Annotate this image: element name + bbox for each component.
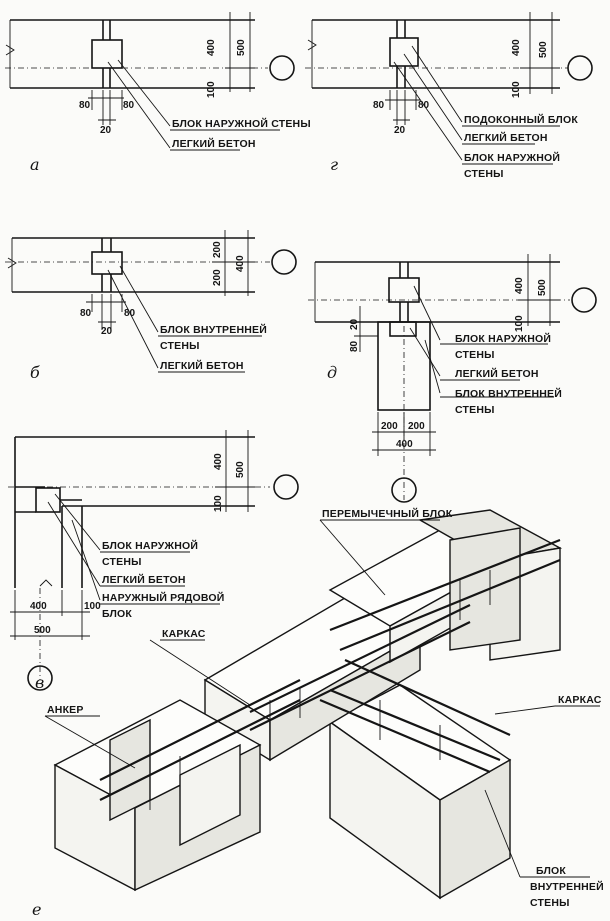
panel-g-dim-400: 400: [511, 39, 522, 56]
panel-g-dim-20: 20: [394, 125, 406, 136]
panel-e-label-walls: СТЕНЫ: [530, 897, 570, 909]
panel-e-label-inner: ВНУТРЕННЕЙ: [530, 880, 604, 893]
panel-d-label-light-concrete: ЛЕГКИЙ БЕТОН: [455, 367, 539, 380]
panel-b-dim-80-left: 80: [80, 308, 92, 319]
panel-v-letter: в: [35, 673, 44, 692]
panel-a-dim-100: 100: [206, 81, 217, 98]
panel-b-dim-200-top: 200: [212, 241, 223, 258]
panel-a-dim-80-right: 80: [123, 100, 135, 111]
panel-a-dim-500: 500: [236, 39, 247, 56]
panel-d-dim-200-left: 200: [381, 421, 398, 432]
panel-v-label-block: БЛОК: [102, 608, 132, 620]
panel-e-label-frame-right: КАРКАС: [558, 694, 602, 706]
panel-v-label-walls: СТЕНЫ: [102, 556, 142, 568]
panel-g-label-outer-block: БЛОК НАРУЖНОЙ: [464, 151, 560, 164]
panel-v-label-outer-row-block: НАРУЖНЫЙ РЯДОВОЙ: [102, 591, 225, 604]
panel-b-label-inner-block: БЛОК ВНУТРЕННЕЙ: [160, 323, 267, 336]
panel-d-label-inner-block: БЛОК ВНУТРЕННЕЙ: [455, 387, 562, 400]
panel-g-dim-500: 500: [538, 41, 549, 58]
panel-d-letter: д: [327, 363, 337, 382]
panel-d: [308, 254, 597, 503]
panel-e-label-anchor: АНКЕР: [47, 704, 84, 716]
panel-d-dim-200-right: 200: [408, 421, 425, 432]
panel-v-dim-100: 100: [213, 495, 224, 512]
panel-v-label-light-concrete: ЛЕГКИЙ БЕТОН: [102, 573, 186, 586]
panel-b-label-light-concrete: ЛЕГКИЙ БЕТОН: [160, 359, 244, 372]
panel-v: [8, 430, 299, 691]
panel-e-letter: е: [32, 900, 41, 919]
panel-g-letter: г: [330, 155, 338, 174]
panel-v-dim-500-bottom: 500: [34, 625, 51, 636]
panel-v-dim-400: 400: [213, 453, 224, 470]
panel-b-label-walls: СТЕНЫ: [160, 340, 200, 352]
panel-g-label-light-concrete: ЛЕГКИЙ БЕТОН: [464, 131, 548, 144]
panel-g-label-sill-block: ПОДОКОННЫЙ БЛОК: [464, 113, 578, 126]
panel-v-label-outer-block: БЛОК НАРУЖНОЙ: [102, 539, 198, 552]
panel-b: [5, 230, 297, 373]
panel-g: [305, 12, 593, 165]
panel-g-label-walls: СТЕНЫ: [464, 168, 504, 180]
panel-g-dim-100: 100: [511, 81, 522, 98]
panel-d-dim-20: 20: [349, 318, 360, 330]
panel-d-dim-400: 400: [514, 277, 525, 294]
panel-a-dim-20: 20: [100, 125, 112, 136]
panel-d-label-outer-block: БЛОК НАРУЖНОЙ: [455, 332, 551, 345]
panel-a-label-outer-block: БЛОК НАРУЖНОЙ СТЕНЫ: [172, 117, 311, 130]
panel-d-dim-400-width: 400: [396, 439, 413, 450]
panel-b-dim-80-right: 80: [124, 308, 136, 319]
panel-g-dim-80-right: 80: [418, 100, 430, 111]
panel-d-dim-500: 500: [537, 279, 548, 296]
panel-v-dim-400-bottom: 400: [30, 601, 47, 612]
panel-e-label-block: БЛОК: [536, 865, 566, 877]
panel-e-label-frame-left: КАРКАС: [162, 628, 206, 640]
panel-d-dim-80: 80: [349, 340, 360, 352]
panel-b-letter: б: [30, 363, 40, 382]
panel-e: [44, 509, 600, 900]
panel-v-dim-100-bottom: 100: [84, 601, 101, 612]
panel-b-dim-400: 400: [235, 255, 246, 272]
panel-a-letter: а: [30, 155, 40, 174]
panel-d-dim-100: 100: [514, 315, 525, 332]
panel-a-dim-400: 400: [206, 39, 217, 56]
panel-g-dim-80-left: 80: [373, 100, 385, 111]
panel-d-label-walls-1: СТЕНЫ: [455, 349, 495, 361]
panel-b-dim-20: 20: [101, 326, 113, 337]
panel-a: [5, 12, 295, 151]
panel-b-dim-200-bottom: 200: [212, 269, 223, 286]
panel-d-label-walls-2: СТЕНЫ: [455, 404, 495, 416]
panel-v-dim-500: 500: [235, 461, 246, 478]
panel-a-label-light-concrete: ЛЕГКИЙ БЕТОН: [172, 137, 256, 150]
panel-a-dim-80-left: 80: [79, 100, 91, 111]
panel-e-label-lintel-block: ПЕРЕМЫЧЕЧНЫЙ БЛОК: [322, 507, 453, 520]
